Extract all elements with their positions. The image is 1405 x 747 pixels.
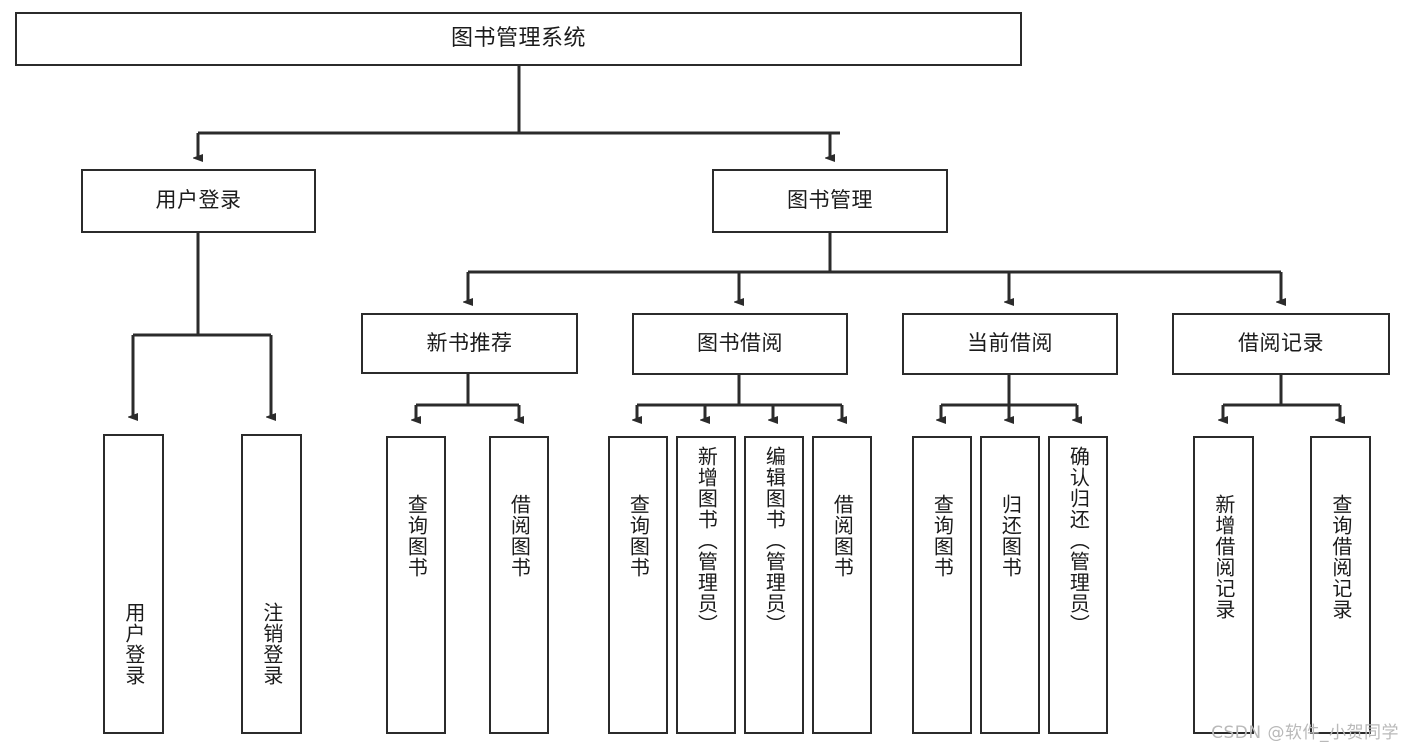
- node-borrow-record[interactable]: 借阅记录: [1172, 313, 1390, 375]
- csdn-watermark: CSDN @软件_小贺同学: [1211, 723, 1399, 743]
- leaf-add-borrow-record[interactable]: 新增借阅记录: [1193, 436, 1254, 734]
- leaf-query-book-recommend[interactable]: 查询图书: [386, 436, 446, 734]
- leaf-user-login[interactable]: 用户登录: [103, 434, 164, 734]
- leaf-label: 查询借阅记录: [1328, 494, 1353, 620]
- leaf-add-book-admin[interactable]: 新增图书（管理员）: [676, 436, 736, 734]
- leaf-label: 用户登录: [121, 602, 146, 686]
- leaf-label: 查询图书: [404, 494, 429, 578]
- leaf-borrow-book-recommend[interactable]: 借阅图书: [489, 436, 549, 734]
- leaf-query-borrow-record[interactable]: 查询借阅记录: [1310, 436, 1371, 734]
- node-current-borrow[interactable]: 当前借阅: [902, 313, 1118, 375]
- node-new-book-recommend[interactable]: 新书推荐: [361, 313, 578, 374]
- leaf-label: 注销登录: [259, 602, 284, 686]
- leaf-label: 新增图书（管理员）: [694, 446, 719, 635]
- leaf-label: 查询图书: [626, 494, 651, 578]
- leaf-logout[interactable]: 注销登录: [241, 434, 302, 734]
- leaf-label: 借阅图书: [507, 494, 532, 578]
- leaf-query-book-borrow[interactable]: 查询图书: [608, 436, 668, 734]
- node-user-login[interactable]: 用户登录: [81, 169, 316, 233]
- leaf-edit-book-admin[interactable]: 编辑图书（管理员）: [744, 436, 804, 734]
- leaf-label: 查询图书: [930, 494, 955, 578]
- leaf-confirm-return-admin[interactable]: 确认归还（管理员）: [1048, 436, 1108, 734]
- leaf-query-book-current[interactable]: 查询图书: [912, 436, 972, 734]
- leaf-borrow-book[interactable]: 借阅图书: [812, 436, 872, 734]
- leaf-return-book[interactable]: 归还图书: [980, 436, 1040, 734]
- leaf-label: 借阅图书: [830, 494, 855, 578]
- leaf-label: 归还图书: [998, 494, 1023, 578]
- node-book-management[interactable]: 图书管理: [712, 169, 948, 233]
- node-book-borrow[interactable]: 图书借阅: [632, 313, 848, 375]
- node-root-system[interactable]: 图书管理系统: [15, 12, 1022, 66]
- leaf-label: 新增借阅记录: [1211, 494, 1236, 620]
- leaf-label: 确认归还（管理员）: [1066, 446, 1091, 635]
- leaf-label: 编辑图书（管理员）: [762, 446, 787, 635]
